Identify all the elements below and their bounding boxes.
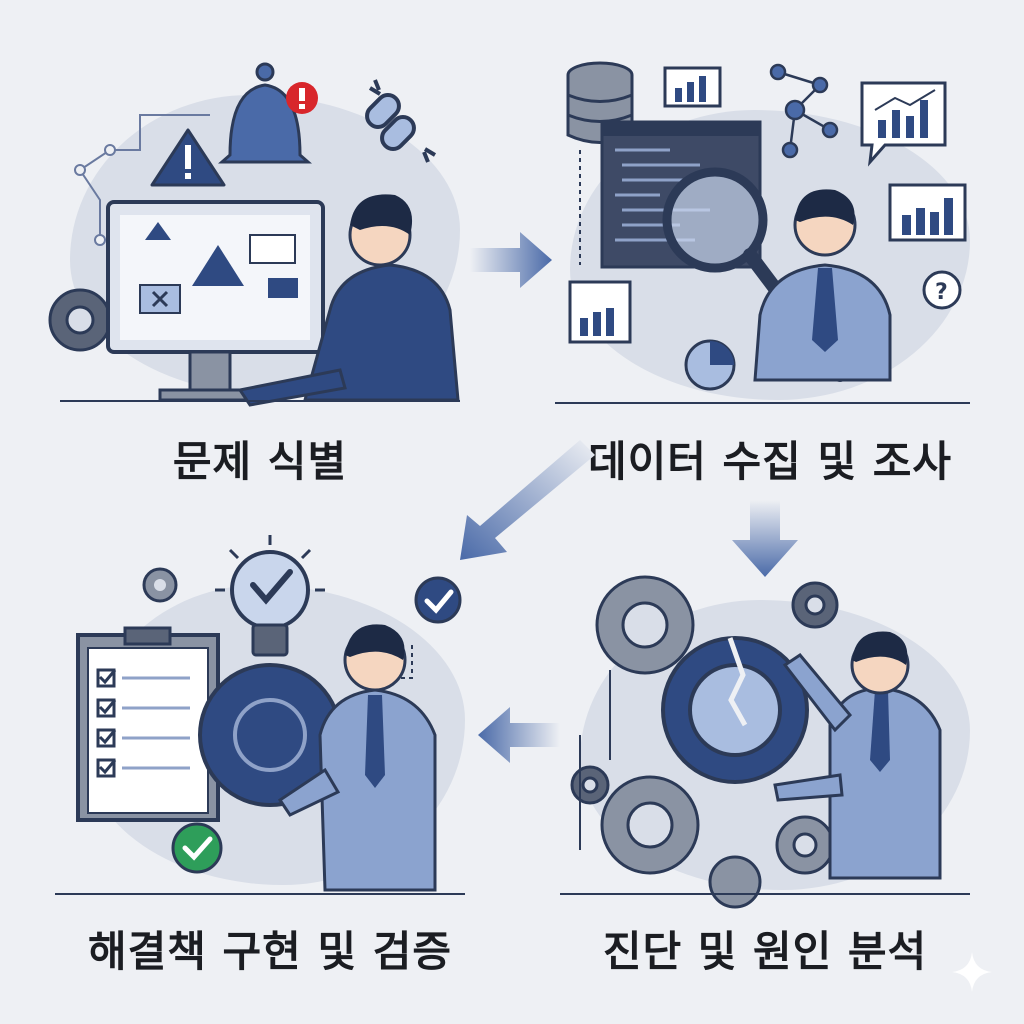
gear-icon [775,815,835,875]
gear-icon [48,288,112,352]
panel-4-illustration [76,535,462,892]
monitor-icon [106,200,325,402]
gear-icon [142,567,178,603]
pie-chart-icon [684,339,736,391]
arrow-icon [478,707,560,763]
lightbulb-icon [215,535,325,657]
gear-icon [791,581,839,629]
network-icon [769,63,839,159]
arrow-icon [470,232,552,288]
step-2-label: 데이터 수집 및 조사 [588,437,952,486]
panel-3-baseline [560,893,970,895]
arrow-icon [460,440,595,560]
step-3-label: 진단 및 원인 분석 [602,927,928,976]
person-icon [753,189,892,382]
panel-2-baseline [555,402,970,404]
bar-chart-icon [888,183,967,242]
person-icon [277,624,437,892]
panel-4-baseline [55,893,465,895]
bell-icon [218,62,318,164]
gear-icon [595,575,695,675]
person-icon [773,631,942,880]
panel-1-illustration [48,62,460,407]
gear-icon [570,765,610,805]
checklist-icon [76,626,220,822]
sparkle-icon [952,952,992,992]
gear-icon [600,775,700,875]
panel-1-baseline [60,400,460,402]
arrow-icon [732,500,798,577]
panel-3-illustration [570,575,942,909]
step-1-label: 문제 식별 [172,437,348,486]
question-icon: ? [922,270,962,310]
step-4-label: 해결책 구현 및 검증 [88,927,452,976]
checkmark-icon [171,822,223,874]
svg-text:?: ? [935,280,948,305]
warning-icon [150,128,226,187]
line-chart-icon [860,81,947,167]
panel-2-illustration: ? [566,61,967,391]
bar-chart-icon [663,66,722,108]
gear-icon [708,855,762,909]
network-icon [74,114,210,246]
broken-link-icon [365,79,437,163]
checkmark-icon [414,576,462,624]
broken-gear-icon [661,636,809,784]
bar-chart-icon [568,280,632,344]
